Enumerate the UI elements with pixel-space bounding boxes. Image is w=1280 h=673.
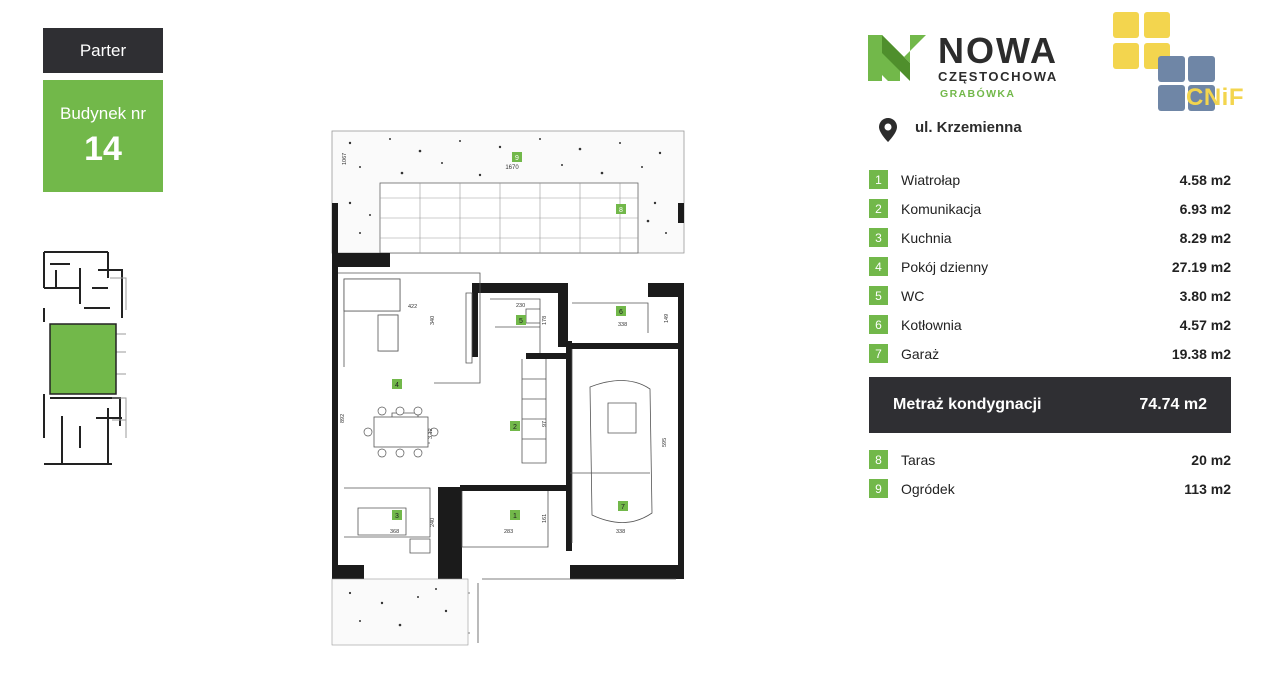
extra-row: 8 Taras 20 m2 xyxy=(869,445,1231,474)
room-index: 4 xyxy=(869,257,888,276)
room-row: 2 Komunikacja 6.93 m2 xyxy=(869,194,1231,223)
plan-label-5 xyxy=(516,315,526,325)
plan-label-4 xyxy=(392,379,402,389)
extras-list: 8 Taras 20 m2 9 Ogródek 113 m2 xyxy=(869,445,1231,503)
svg-text:5: 5 xyxy=(519,318,523,325)
logo-title: NOWA xyxy=(938,30,1058,71)
plan-dim-230: 230 xyxy=(516,303,525,309)
plan-label-3 xyxy=(392,510,402,520)
room-index: 5 xyxy=(869,286,888,305)
building-number: 14 xyxy=(84,129,122,168)
extra-name: Taras xyxy=(901,451,936,468)
room-name: Kotłownia xyxy=(901,316,962,333)
svg-text:3: 3 xyxy=(395,513,399,520)
plan-dim-178: 178 xyxy=(542,316,548,325)
room-row: 7 Garaż 19.38 m2 xyxy=(869,339,1231,368)
plan-dim-240: 240 xyxy=(430,518,436,527)
plan-dim-1067: 1067 xyxy=(342,153,348,165)
svg-text:8: 8 xyxy=(619,207,623,214)
room-index: 3 xyxy=(869,228,888,247)
extra-index: 8 xyxy=(869,450,888,469)
plan-dim-340: 340 xyxy=(430,316,436,325)
room-index: 1 xyxy=(869,170,888,189)
room-index: 2 xyxy=(869,199,888,218)
extra-index: 9 xyxy=(869,479,888,498)
key-plan-highlight xyxy=(49,323,117,395)
room-name: Kuchnia xyxy=(901,229,952,246)
room-area: 27.19 m2 xyxy=(1171,258,1231,275)
plan-dim-3-12: 3.12 xyxy=(428,428,434,439)
room-row: 5 WC 3.80 m2 xyxy=(869,281,1231,310)
svg-text:6: 6 xyxy=(619,309,623,316)
room-area: 4.57 m2 xyxy=(1179,316,1231,333)
room-area: 6.93 m2 xyxy=(1179,200,1231,217)
plan-label-8 xyxy=(616,204,626,214)
room-row: 6 Kotłownia 4.57 m2 xyxy=(869,310,1231,339)
svg-text:2: 2 xyxy=(513,424,517,431)
svg-text:4: 4 xyxy=(395,382,399,389)
svg-text:1: 1 xyxy=(513,513,517,520)
room-index: 7 xyxy=(869,344,888,363)
plan-dim-1670: 1670 xyxy=(505,165,519,171)
room-row: 3 Kuchnia 8.29 m2 xyxy=(869,223,1231,252)
room-name: Komunikacja xyxy=(901,200,982,217)
room-area: 3.80 m2 xyxy=(1179,287,1231,304)
logo-district: GRABÓWKA xyxy=(940,88,1016,100)
plan-label-7 xyxy=(618,501,628,511)
plan-dim-97: 97 xyxy=(542,421,548,427)
plan-dim-422: 422 xyxy=(408,304,417,310)
extra-row: 9 Ogródek 113 m2 xyxy=(869,474,1231,503)
room-row: 4 Pokój dzienny 27.19 m2 xyxy=(869,252,1231,281)
total-area-bar: Metraż kondygnacji 74.74 m2 xyxy=(869,377,1231,433)
room-name: Wiatrołap xyxy=(901,171,961,188)
cnif-logo-text: CNiF xyxy=(1186,84,1244,111)
total-area-label: Metraż kondygnacji xyxy=(893,396,1042,413)
plan-dim-595: 595 xyxy=(662,438,668,447)
room-name: Pokój dzienny xyxy=(901,258,989,275)
plan-label-9 xyxy=(512,152,522,162)
key-plan xyxy=(43,251,127,465)
plan-dim-338-top: 338 xyxy=(618,322,627,328)
plan-label-6 xyxy=(616,306,626,316)
plan-dim-368: 368 xyxy=(390,529,399,535)
plan-dim-161: 161 xyxy=(542,514,548,523)
plan-dim-149: 149 xyxy=(664,314,670,323)
plan-dim-338-bottom: 338 xyxy=(616,529,625,535)
floor-badge: Parter xyxy=(43,28,163,73)
room-area: 8.29 m2 xyxy=(1179,229,1231,246)
floor-plan: 1670 1067 9 8 xyxy=(331,130,685,646)
room-list: 1 Wiatrołap 4.58 m2 2 Komunikacja 6.93 m… xyxy=(869,165,1231,368)
extra-name: Ogródek xyxy=(901,480,955,497)
extra-area: 113 m2 xyxy=(1184,480,1231,497)
building-label: Budynek nr xyxy=(60,103,146,123)
plan-dim-283: 283 xyxy=(504,529,513,535)
building-badge: Budynek nr 14 xyxy=(43,80,163,192)
total-area-value: 74.74 m2 xyxy=(1139,396,1207,413)
map-pin-icon xyxy=(879,118,897,142)
address-street: ul. Krzemienna xyxy=(915,119,1022,136)
room-index: 6 xyxy=(869,315,888,334)
plan-dim-892: 892 xyxy=(340,414,346,423)
svg-text:7: 7 xyxy=(621,504,625,511)
cnif-logo xyxy=(1113,12,1215,111)
room-name: Garaż xyxy=(901,345,940,362)
extra-area: 20 m2 xyxy=(1191,451,1231,468)
svg-text:9: 9 xyxy=(515,155,519,162)
room-area: 4.58 m2 xyxy=(1179,171,1231,188)
logo-subtitle: CZĘSTOCHOWA xyxy=(938,69,1058,84)
nowa-logo-mark xyxy=(868,35,926,81)
room-area: 19.38 m2 xyxy=(1171,345,1231,362)
room-row: 1 Wiatrołap 4.58 m2 xyxy=(869,165,1231,194)
room-name: WC xyxy=(901,287,925,304)
plan-label-2 xyxy=(510,421,520,431)
plan-label-1 xyxy=(510,510,520,520)
